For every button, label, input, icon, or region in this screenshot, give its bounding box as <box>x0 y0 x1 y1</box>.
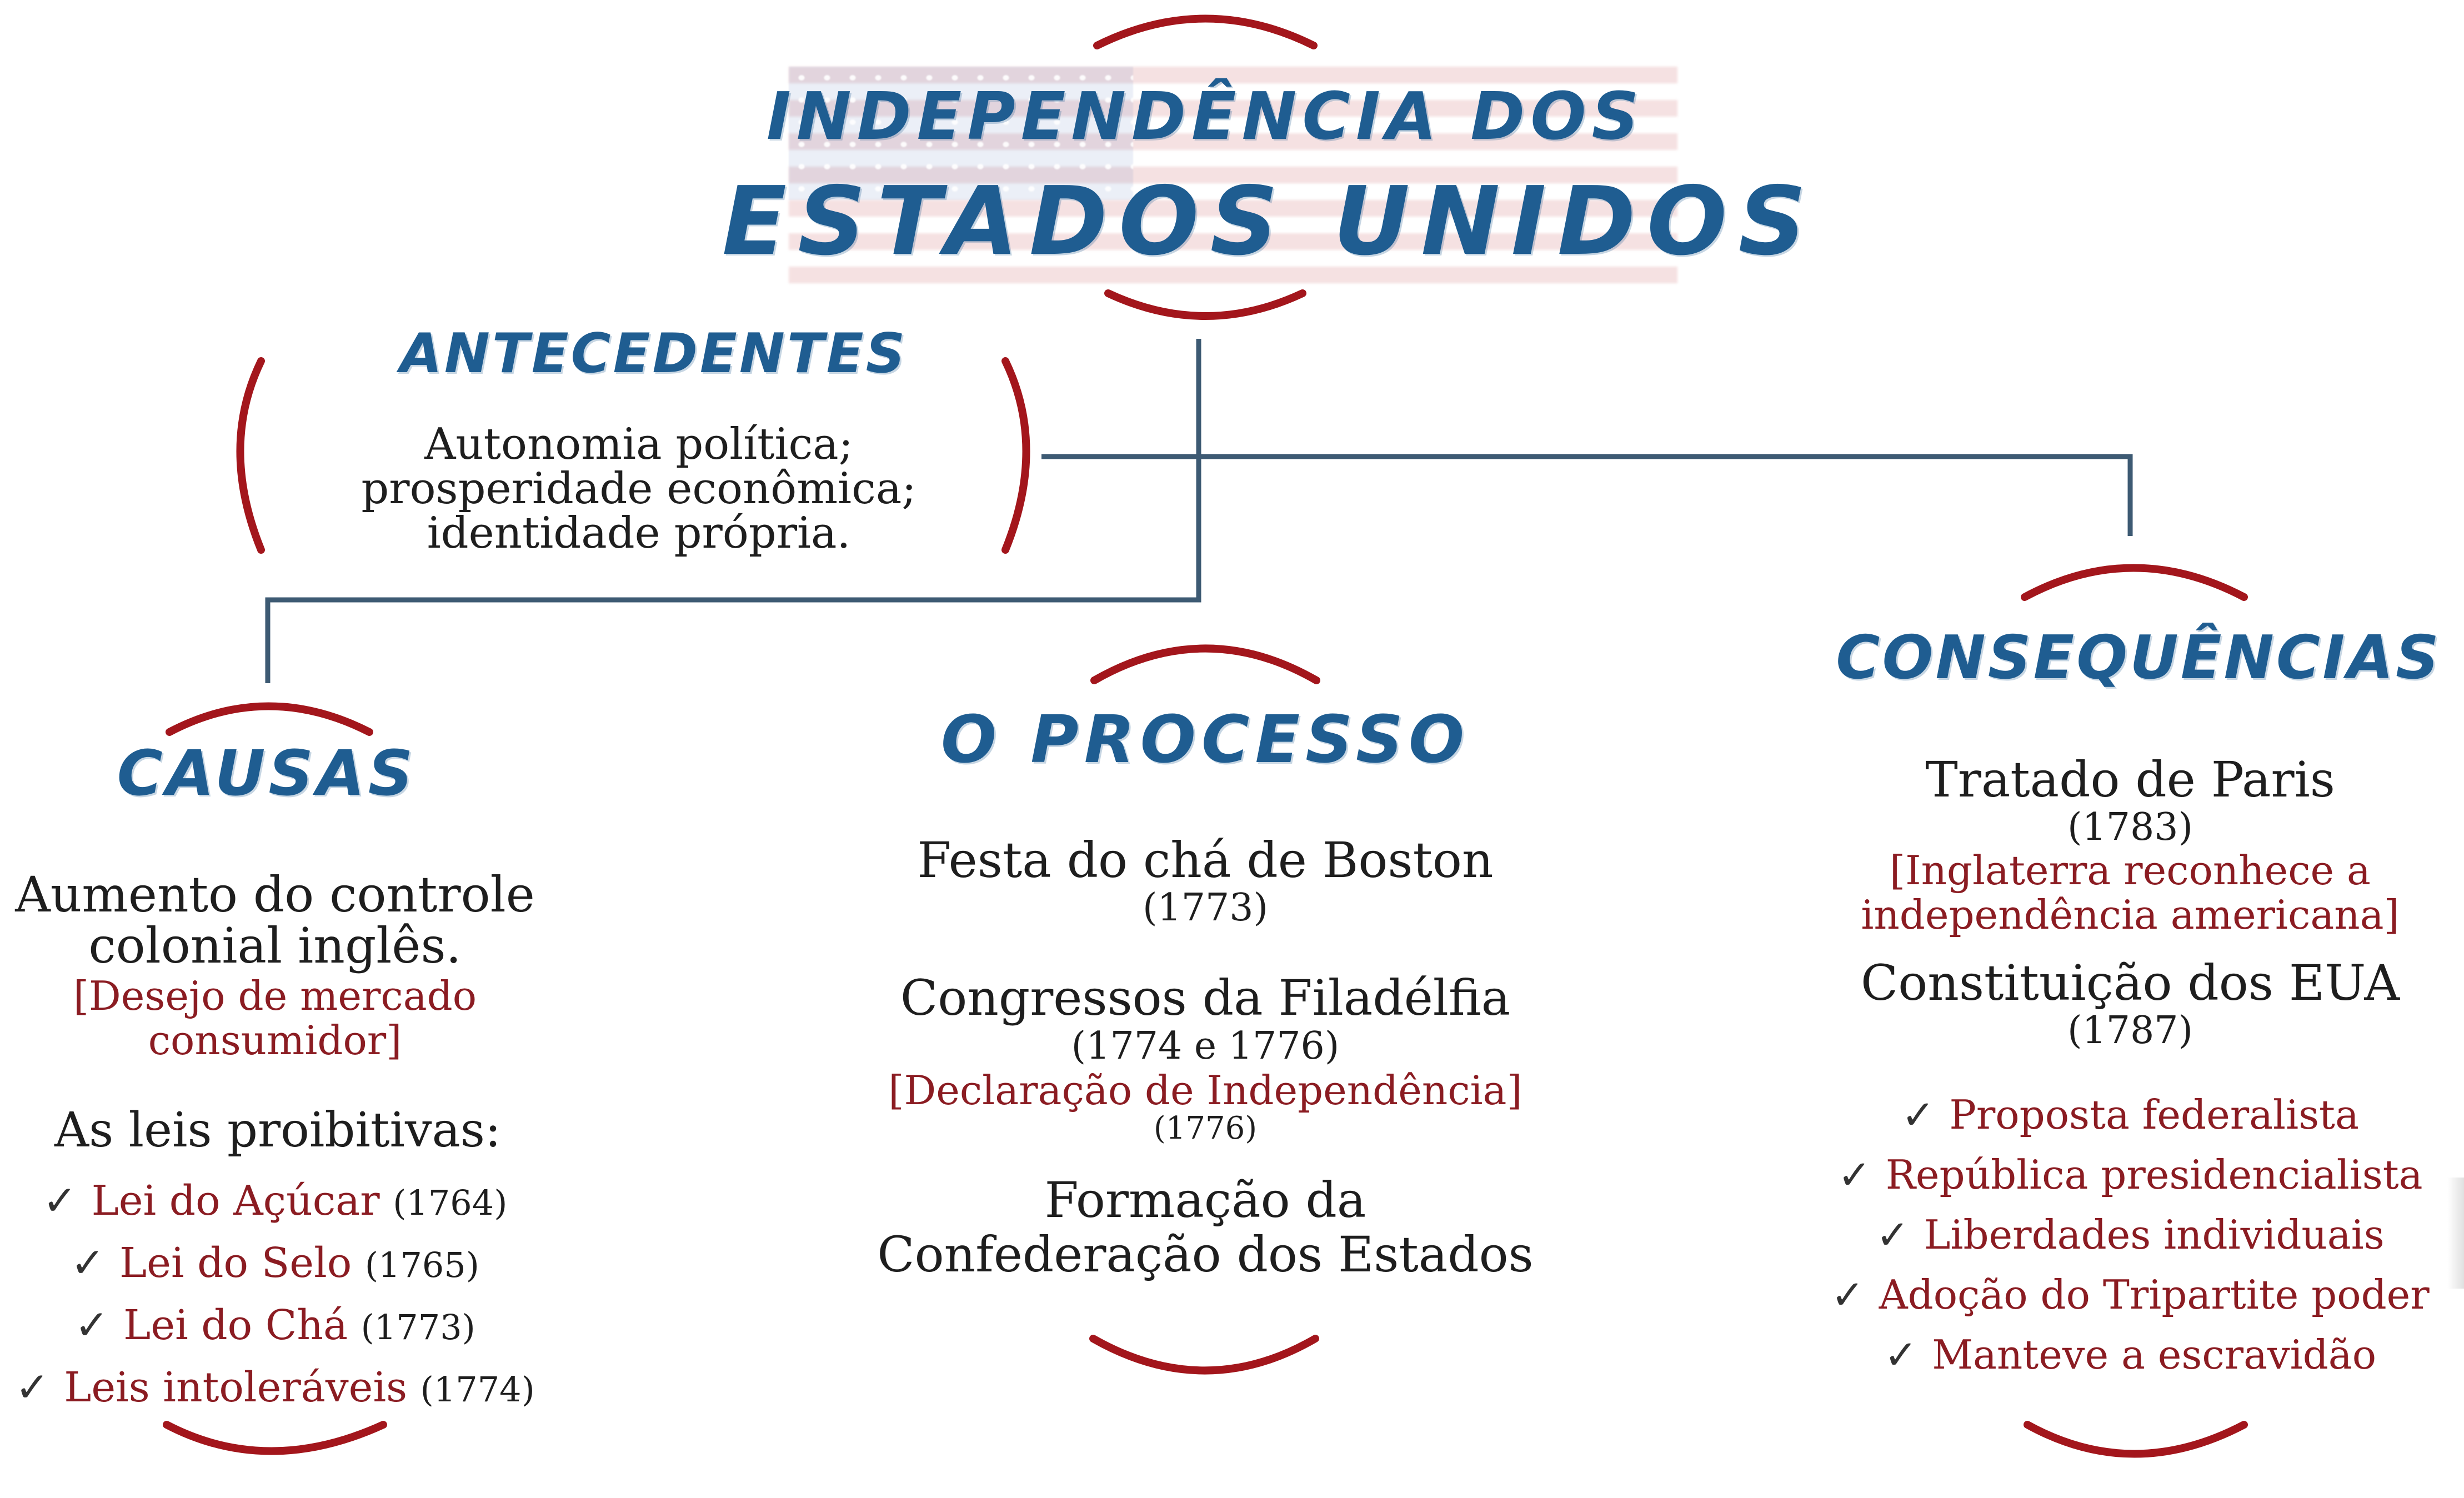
list-item: ✓ República presidencialista <box>1800 1145 2461 1205</box>
law-year: (1773) <box>360 1307 475 1347</box>
edge-shadow <box>2447 1178 2464 1289</box>
causas-main-line: colonial inglês. <box>88 917 462 974</box>
consequence-label: República presidencialista <box>1885 1151 2423 1198</box>
check-icon: ✓ <box>1876 1211 1910 1258</box>
event-title: Congressos da Filadélfia <box>900 969 1511 1026</box>
connector-lines <box>265 339 2133 683</box>
consequencias-heading: CONSEQUÊNCIAS <box>1836 623 2441 693</box>
title-bottom-arc <box>1104 289 1306 320</box>
law-year: (1764) <box>393 1183 508 1223</box>
causas-heading: CAUSAS <box>117 738 417 810</box>
processo-heading: O PROCESSO <box>940 701 1470 778</box>
consequence-label: Adoção do Tripartite poder <box>1879 1271 2430 1318</box>
antecedentes-right-arc <box>1001 357 1030 554</box>
check-icon: ✓ <box>1884 1331 1918 1378</box>
law-label: Lei do Chá <box>123 1301 348 1349</box>
list-item: ✓ Manteve a escravidão <box>1800 1325 2461 1385</box>
causas-main-line: Aumento do controle <box>15 866 535 923</box>
connector-to-consequencias <box>1041 454 2133 536</box>
title-line-1: INDEPENDÊNCIA DOS <box>767 78 1645 154</box>
event-note: [Declaração de Independência] <box>888 1067 1523 1114</box>
check-icon: ✓ <box>1831 1271 1865 1318</box>
consequencias-bottom-arc <box>2024 1421 2248 1458</box>
processo-bottom-arc <box>1089 1335 1319 1375</box>
law-label: Leis intoleráveis <box>64 1364 408 1411</box>
check-icon: ✓ <box>1837 1151 1871 1198</box>
consequencias-top-arc <box>2021 564 2248 601</box>
antecedentes-line: Autonomia política; <box>424 419 853 469</box>
list-item: ✓ Lei do Açúcar (1764) <box>0 1171 550 1233</box>
event-year: (1774 e 1776) <box>1071 1024 1340 1068</box>
law-label: Lei do Selo <box>119 1239 352 1287</box>
law-year: (1765) <box>364 1245 479 1285</box>
flag-stars-canton <box>789 67 1133 200</box>
consequencias-section: Tratado de Paris (1783) [Inglaterra reco… <box>1805 753 2455 1051</box>
check-icon: ✓ <box>74 1301 109 1349</box>
treaty-title: Tratado de Paris <box>1925 751 2335 808</box>
processo-section: Festa do chá de Boston (1773) Congressos… <box>833 833 1577 1282</box>
consequence-label: Liberdades individuais <box>1924 1211 2385 1258</box>
check-icon: ✓ <box>15 1364 50 1411</box>
consequence-label: Manteve a escravidão <box>1932 1331 2377 1378</box>
event-year: (1773) <box>1142 886 1269 930</box>
causas-laws-list: ✓Lei do Açúcar (1764) ✓Lei do Selo (1765… <box>0 1171 550 1420</box>
processo-top-arc <box>1090 644 1320 684</box>
check-icon: ✓ <box>1901 1091 1935 1138</box>
treaty-note-line: independência americana] <box>1861 891 2400 938</box>
event-title: Formação da <box>1044 1171 1366 1229</box>
causas-section: Aumento do controle colonial inglês. [De… <box>0 869 550 1063</box>
causas-note-line: [Desejo de mercado <box>73 973 477 1019</box>
antecedentes-text: Autonomia política; prosperidade econômi… <box>311 422 966 555</box>
title-top-arc <box>1093 14 1318 49</box>
event-title: Festa do chá de Boston <box>917 831 1494 889</box>
antecedentes-line: identidade própria. <box>427 508 851 558</box>
list-item: ✓ Leis intoleráveis (1774) <box>0 1357 550 1420</box>
causas-top-arc <box>166 702 373 736</box>
causas-note-line: consumidor] <box>148 1017 402 1064</box>
treaty-note-line: [Inglaterra reconhece a <box>1890 847 2371 894</box>
list-item: ✓ Liberdades individuais <box>1800 1205 2461 1265</box>
list-item: ✓ Adoção do Tripartite poder <box>1800 1265 2461 1325</box>
causas-subheading-text: As leis proibitivas: <box>54 1103 501 1158</box>
antecedentes-line: prosperidade econômica; <box>361 464 917 514</box>
decorative-arcs <box>163 14 2248 1458</box>
check-icon: ✓ <box>42 1177 77 1225</box>
constitution-year: (1787) <box>2067 1009 2193 1053</box>
connector-to-causas <box>265 339 1201 683</box>
treaty-year: (1783) <box>2067 805 2193 849</box>
constitution-title: Constituição dos EUA <box>1860 954 2400 1011</box>
consequence-label: Proposta federalista <box>1949 1091 2359 1138</box>
law-year: (1774) <box>420 1369 535 1410</box>
list-item: ✓ Proposta federalista <box>1800 1085 2461 1145</box>
event-title: Confederação dos Estados <box>877 1226 1534 1283</box>
antecedentes-left-arc <box>236 357 265 554</box>
causas-subheading: As leis proibitivas: <box>33 1103 522 1158</box>
event-note-year: (1776) <box>1153 1110 1258 1146</box>
consequencias-list: ✓ Proposta federalista ✓ República preside… <box>1800 1085 2461 1385</box>
check-icon: ✓ <box>71 1239 106 1287</box>
list-item: ✓ Lei do Selo (1765) <box>0 1233 550 1295</box>
law-label: Lei do Açúcar <box>91 1177 380 1225</box>
causas-bottom-arc <box>163 1421 387 1455</box>
list-item: ✓ Lei do Chá (1773) <box>0 1295 550 1357</box>
title-line-2: ESTADOS UNIDOS <box>722 167 1817 277</box>
antecedentes-heading: ANTECEDENTES <box>400 322 908 385</box>
